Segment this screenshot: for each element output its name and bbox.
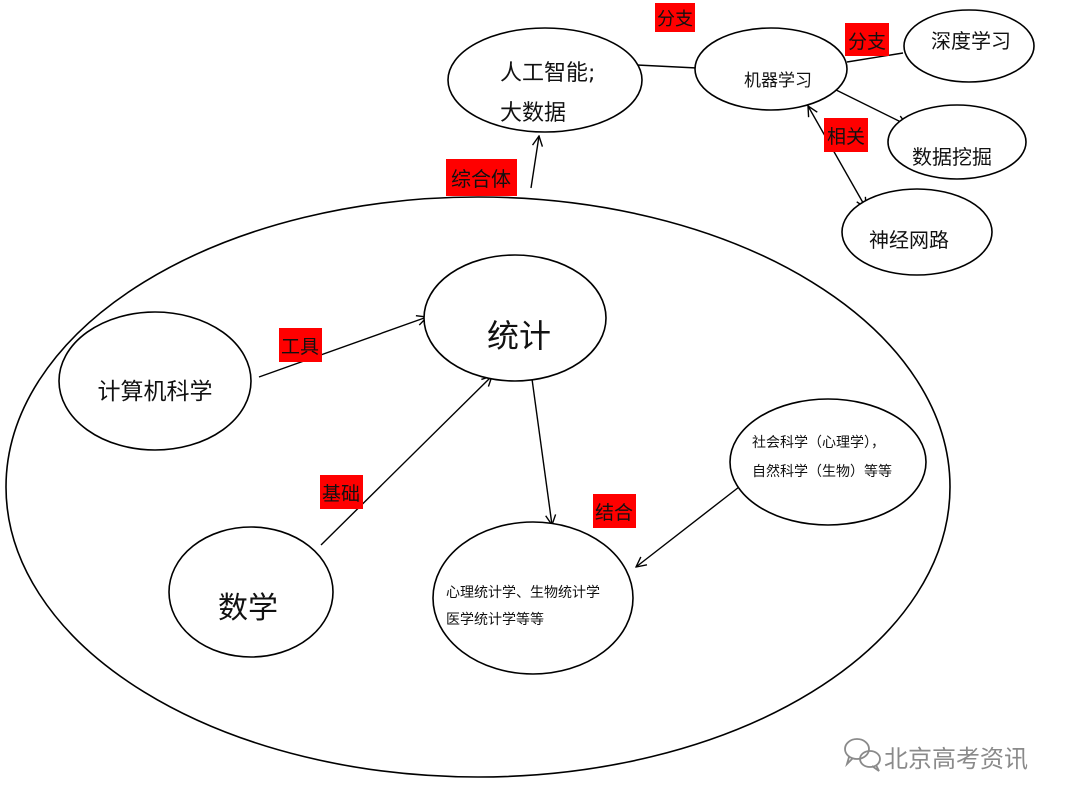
applied-stats-line2: 医学统计学等等 <box>446 611 544 628</box>
ai-bigdata-line1: 人工智能; <box>500 61 595 86</box>
tag-branch-top-label: 分支 <box>657 9 693 30</box>
social-science-line1: 社会科学（心理学）， <box>752 435 885 451</box>
tag-related: 相关 <box>824 118 868 152</box>
arrow-synthesis <box>530 136 539 189</box>
node-social-science <box>729 398 927 526</box>
arrow-ml-neural <box>808 106 866 208</box>
node-data-mining <box>887 104 1027 180</box>
tag-branch-top: 分支 <box>655 3 695 32</box>
watermark-text: 北京高考资讯 <box>884 745 1028 773</box>
computer-science-label: 计算机科学 <box>98 379 213 405</box>
tag-synthesis: 综合体 <box>446 159 517 196</box>
tag-related-label: 相关 <box>827 126 865 148</box>
watermark: 北京高考资讯 <box>844 738 1028 773</box>
ai-bigdata-line2: 大数据 <box>500 101 566 126</box>
tag-branch-top-bg <box>655 3 695 32</box>
tag-tool-bg <box>279 328 322 362</box>
tag-tool-label: 工具 <box>281 336 319 358</box>
statistics-label: 统计 <box>487 317 551 355</box>
node-computer-science <box>58 311 252 451</box>
applied-stats-line1: 心理统计学、生物统计学 <box>446 585 600 601</box>
node-applied-stats <box>432 521 634 675</box>
tag-branch-right-label: 分支 <box>848 31 886 53</box>
social-science-line2: 自然科学（生物）等等 <box>752 463 892 480</box>
node-mathematics <box>168 526 334 658</box>
tag-branch-right-bg <box>845 23 889 56</box>
tag-foundation: 基础 <box>320 475 363 509</box>
wechat-icon <box>844 738 881 772</box>
connector-ml-deep <box>846 52 904 63</box>
tag-synthesis-label: 综合体 <box>451 167 511 191</box>
tag-related-bg <box>824 118 868 152</box>
node-neural-network <box>841 188 993 276</box>
tag-combine-label: 结合 <box>595 502 633 524</box>
node-statistics <box>423 254 607 382</box>
connector-ai-ml <box>636 64 698 69</box>
tag-combine: 结合 <box>593 494 636 528</box>
arrow-foundation <box>320 376 492 546</box>
node-ai-bigdata <box>447 27 643 133</box>
tag-synthesis-bg <box>446 159 517 196</box>
tag-combine-bg <box>593 494 636 528</box>
arrow-tool <box>258 317 427 378</box>
arrow-stats-applied <box>531 378 552 525</box>
tag-branch-right: 分支 <box>845 23 889 56</box>
arrow-ml-datamining <box>824 84 907 125</box>
data-mining-label: 数据挖掘 <box>912 145 992 169</box>
tag-tool: 工具 <box>279 328 322 362</box>
mathematics-label: 数学 <box>218 591 278 626</box>
tag-foundation-label: 基础 <box>322 483 360 505</box>
arrow-social-applied <box>636 486 740 567</box>
node-deep-learning <box>903 9 1035 83</box>
big-ellipse <box>5 196 951 778</box>
tag-foundation-bg <box>320 475 363 509</box>
deep-learning-label: 深度学习 <box>931 29 1011 53</box>
neural-network-label: 神经网路 <box>869 228 949 252</box>
machine-learning-label: 机器学习 <box>744 71 812 91</box>
node-machine-learning <box>694 27 848 111</box>
